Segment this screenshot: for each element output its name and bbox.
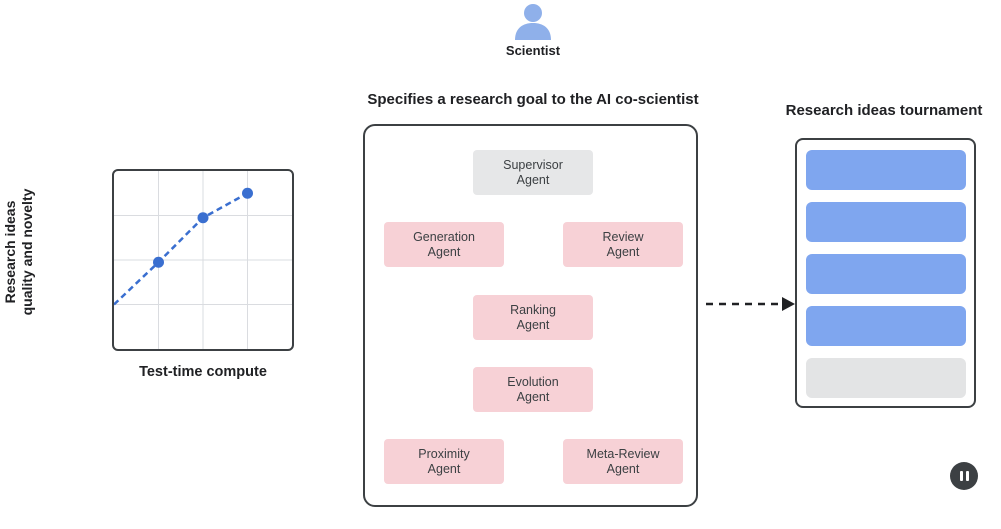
data-point <box>242 187 253 199</box>
agent-label-line2: Agent <box>606 244 640 259</box>
tournament-title: Research ideas tournament <box>785 102 983 119</box>
agent-label-line2: Agent <box>516 389 550 404</box>
meta-review-agent: Meta-Review Agent <box>563 439 683 484</box>
quality-chart <box>114 171 292 349</box>
scientist-label: Scientist <box>505 43 561 58</box>
pause-button[interactable] <box>950 462 978 490</box>
idea-card <box>806 254 966 294</box>
agent-label-line2: Agent <box>606 461 640 476</box>
proximity-agent: Proximity Agent <box>384 439 504 484</box>
agent-label-line2: Agent <box>516 317 550 332</box>
agent-label-line1: Generation <box>413 229 475 244</box>
agent-label-line2: Agent <box>427 461 461 476</box>
idea-card <box>806 306 966 346</box>
generation-agent: Generation Agent <box>384 222 504 267</box>
idea-card <box>806 150 966 190</box>
tournament-frame <box>795 138 976 408</box>
pause-icon <box>959 471 963 481</box>
dashed-arrow-icon <box>706 297 795 311</box>
series-line <box>114 192 249 306</box>
y-label-line2: quality and novelty <box>19 188 35 316</box>
agent-label-line1: Proximity <box>418 446 470 461</box>
agent-label-line2: Agent <box>427 244 461 259</box>
agent-label-line1: Supervisor <box>503 157 563 172</box>
review-agent: Review Agent <box>563 222 683 267</box>
chart-x-axis-label: Test-time compute <box>139 364 267 380</box>
pause-icon <box>965 471 969 481</box>
co-scientist-frame: Supervisor Agent Generation Agent Review… <box>363 124 698 507</box>
data-point <box>153 256 164 268</box>
agent-label-line1: Ranking <box>510 302 556 317</box>
supervisor-agent: Supervisor Agent <box>473 150 593 195</box>
idea-card-pending <box>806 358 966 398</box>
evolution-agent: Evolution Agent <box>473 367 593 412</box>
main-title: Specifies a research goal to the AI co-s… <box>367 91 699 108</box>
agent-label-line2: Agent <box>516 172 550 187</box>
agent-label-line1: Meta-Review <box>586 446 660 461</box>
chart-frame <box>112 169 294 351</box>
y-label-line1: Research ideas <box>2 200 18 304</box>
person-icon <box>515 4 551 40</box>
idea-card <box>806 202 966 242</box>
agent-label-line1: Evolution <box>507 374 559 389</box>
data-point <box>197 212 209 224</box>
agent-label-line1: Review <box>602 229 644 244</box>
chart-y-axis-label: Research ideas quality and novelty <box>2 182 36 322</box>
ranking-agent: Ranking Agent <box>473 295 593 340</box>
